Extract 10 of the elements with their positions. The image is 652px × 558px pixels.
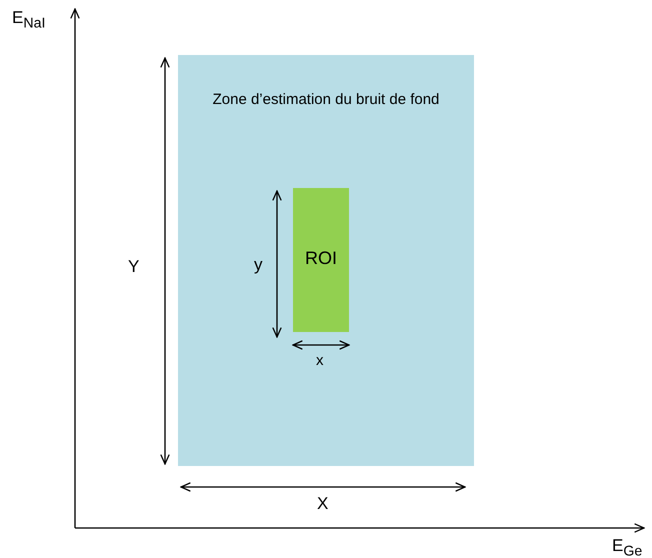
dimension-label: Y bbox=[128, 257, 140, 277]
axis-label: E$_{Ge}$ bbox=[612, 536, 642, 558]
dimension-label: x bbox=[316, 352, 324, 369]
dimension-label: X bbox=[317, 494, 328, 514]
background-zone bbox=[178, 55, 474, 466]
axis-label: E$_{NaI}$ bbox=[12, 8, 46, 32]
roi-box bbox=[293, 188, 349, 332]
roi-label: ROI bbox=[304, 248, 338, 269]
zone-title: Zone d’estimation du bruit de fond bbox=[212, 91, 440, 108]
dimension-label: y bbox=[254, 255, 262, 275]
